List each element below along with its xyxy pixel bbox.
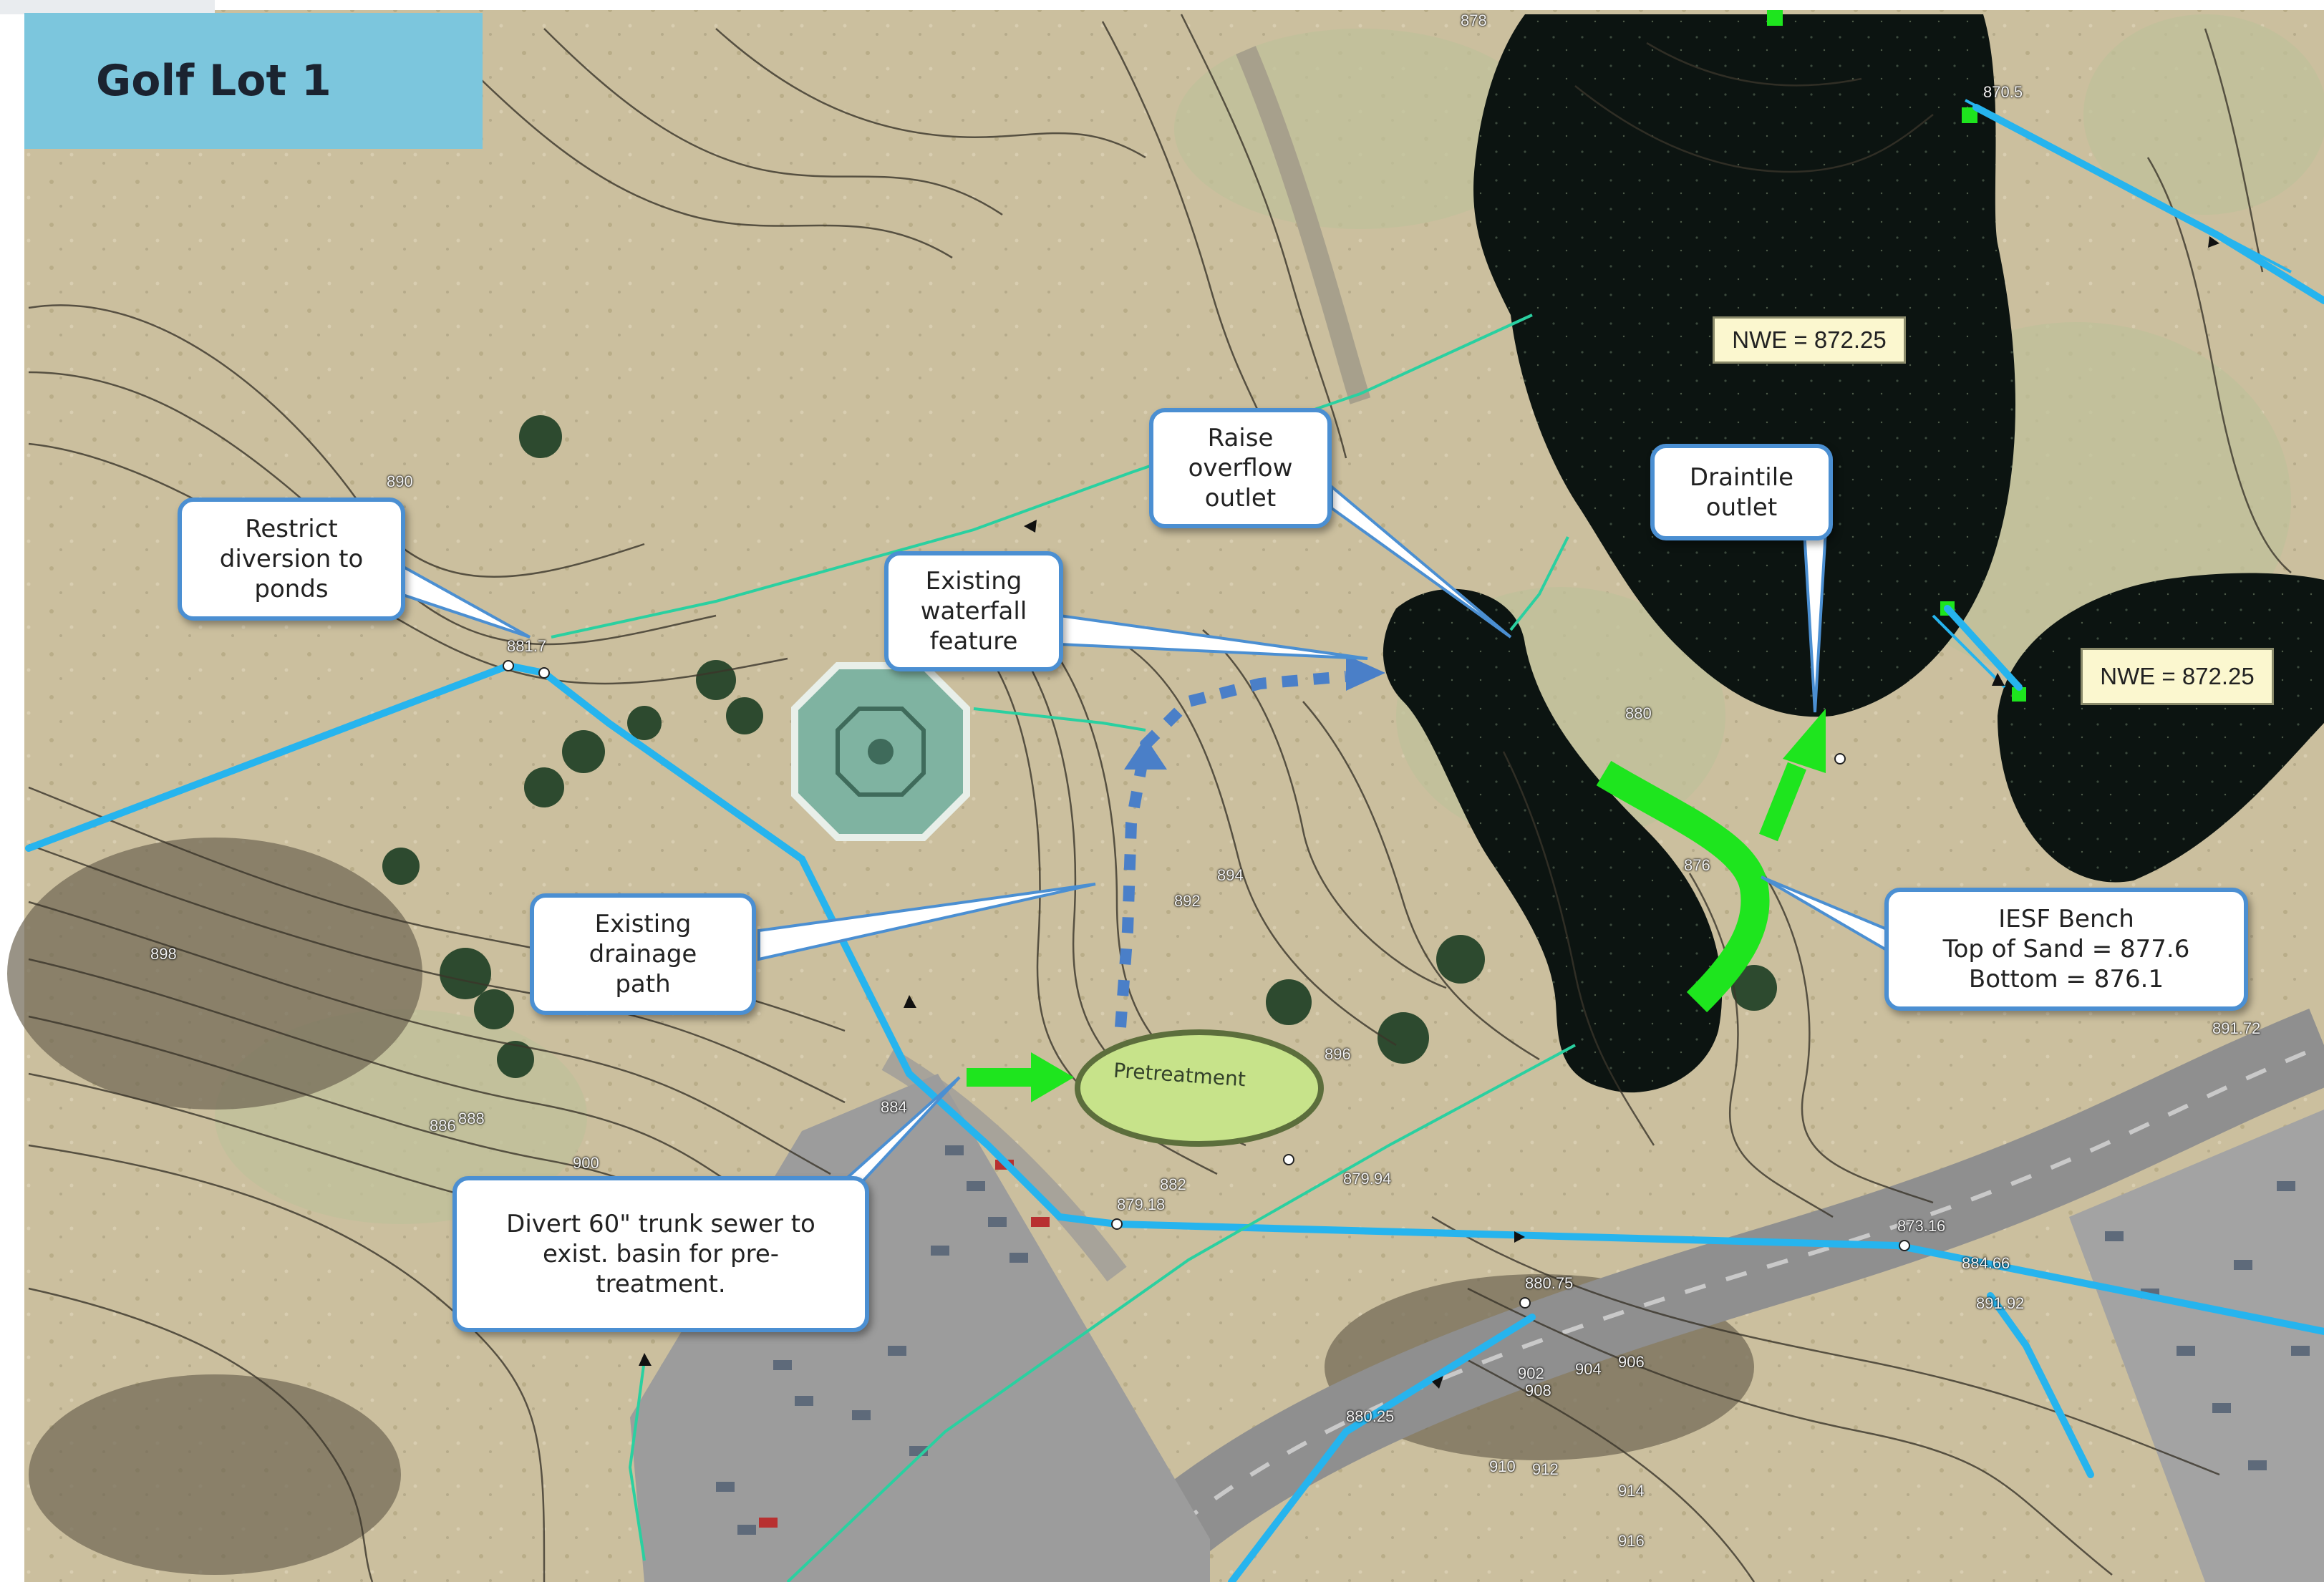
pond-north <box>1473 14 2015 717</box>
drain-lines <box>551 314 1576 1582</box>
main-road <box>1088 1009 2324 1582</box>
pretreatment-basin <box>1075 1029 1324 1147</box>
iesf-bench <box>1596 760 1770 1013</box>
storm-sewer-lines-thin <box>1932 99 2292 689</box>
structure-markers <box>1767 10 2026 702</box>
pond-south <box>1383 588 1723 1093</box>
storm-sewer-lines <box>25 104 2324 1582</box>
flow-arrows <box>639 236 2219 1389</box>
drainage-arrow-up <box>1124 737 1167 770</box>
clubhouse-building <box>791 662 970 841</box>
map-margin <box>0 0 215 14</box>
pretreatment-arrow <box>967 1052 1074 1102</box>
evergreen-trees <box>382 415 1777 1078</box>
manhole-nodes <box>503 660 1910 1309</box>
draintile-arrow <box>1759 709 1826 842</box>
cart-path <box>1236 46 1371 404</box>
drainage-arrow-right <box>1346 655 1385 691</box>
parking-lot-right <box>2069 1110 2324 1582</box>
callout-pointers <box>400 483 1892 1233</box>
